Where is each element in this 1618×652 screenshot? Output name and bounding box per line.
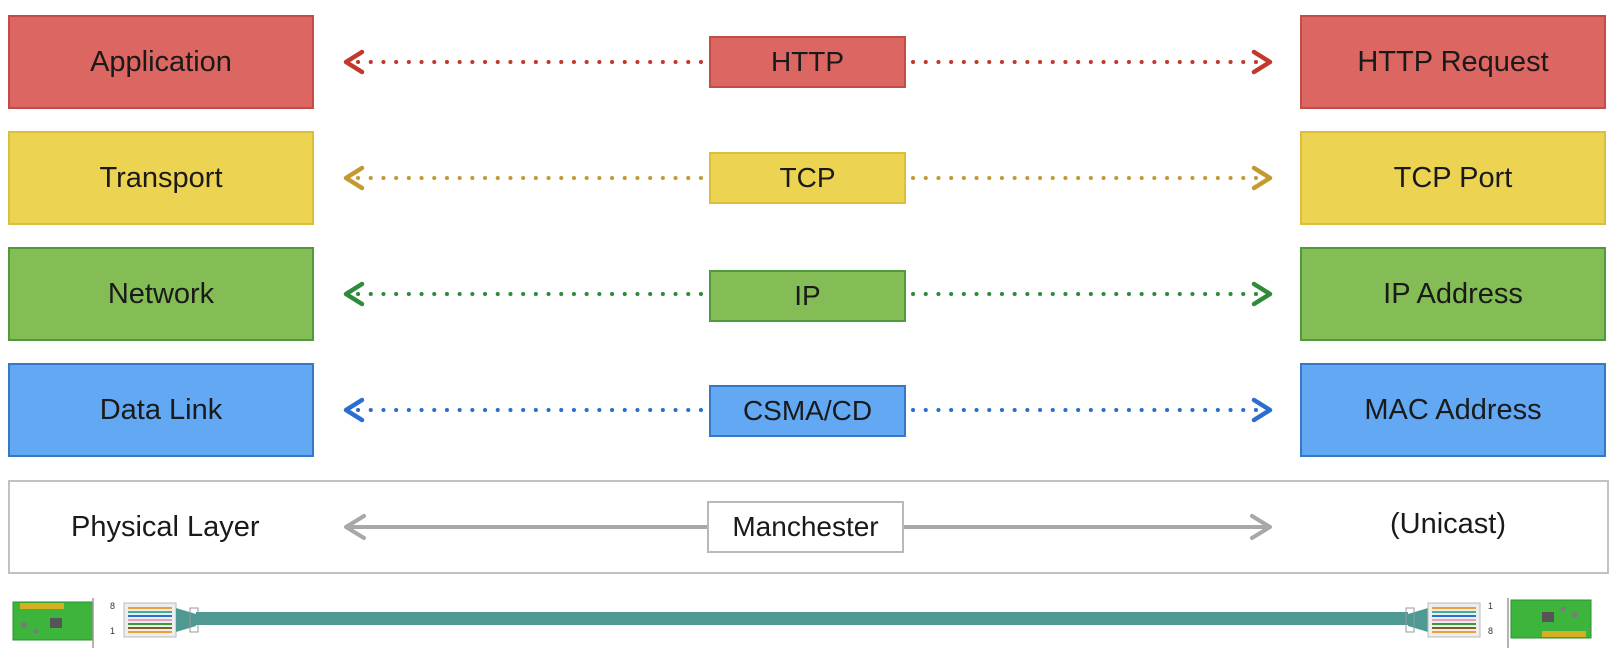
right-pin-bottom-label: 8 [1488, 626, 1493, 636]
physical-layer-label: Physical Layer [71, 511, 260, 543]
layer-application: Application [8, 15, 314, 109]
arrowhead-right-icon [1251, 165, 1273, 191]
addressing-tcp-port: TCP Port [1300, 131, 1606, 225]
addressing-http-request: HTTP Request [1300, 15, 1606, 109]
left-pin-bottom-label: 1 [110, 626, 115, 636]
left-rj45-plug-icon [123, 602, 199, 638]
arrowhead-right-icon [1250, 514, 1272, 540]
layer-data-link: Data Link [8, 363, 314, 457]
left-pin-top-label: 8 [110, 601, 115, 611]
arrowhead-left-icon [344, 514, 366, 540]
physical-addressing-label: (Unicast) [1390, 508, 1507, 540]
protocol-csma-cd: CSMA/CD [709, 385, 906, 437]
ethernet-cable [196, 612, 1408, 625]
right-rj45-plug-icon [1405, 602, 1481, 638]
arrowhead-left-icon [343, 397, 365, 423]
arrowhead-left-icon [343, 165, 365, 191]
addressing-mac-address: MAC Address [1300, 363, 1606, 457]
protocol-manchester: Manchester [707, 501, 904, 553]
physical-arrows [344, 514, 1272, 540]
addressing-ip-address: IP Address [1300, 247, 1606, 341]
arrowhead-right-icon [1251, 397, 1273, 423]
arrowhead-right-icon [1251, 281, 1273, 307]
arrowhead-right-icon [1251, 49, 1273, 75]
right-network-card-icon [1507, 598, 1592, 648]
protocol-http: HTTP [709, 36, 906, 88]
layer-network: Network [8, 247, 314, 341]
left-network-card-icon [12, 598, 94, 648]
right-pin-top-label: 1 [1488, 601, 1493, 611]
arrowhead-left-icon [343, 49, 365, 75]
arrowhead-left-icon [343, 281, 365, 307]
protocol-ip: IP [709, 270, 906, 322]
protocol-tcp: TCP [709, 152, 906, 204]
layer-transport: Transport [8, 131, 314, 225]
